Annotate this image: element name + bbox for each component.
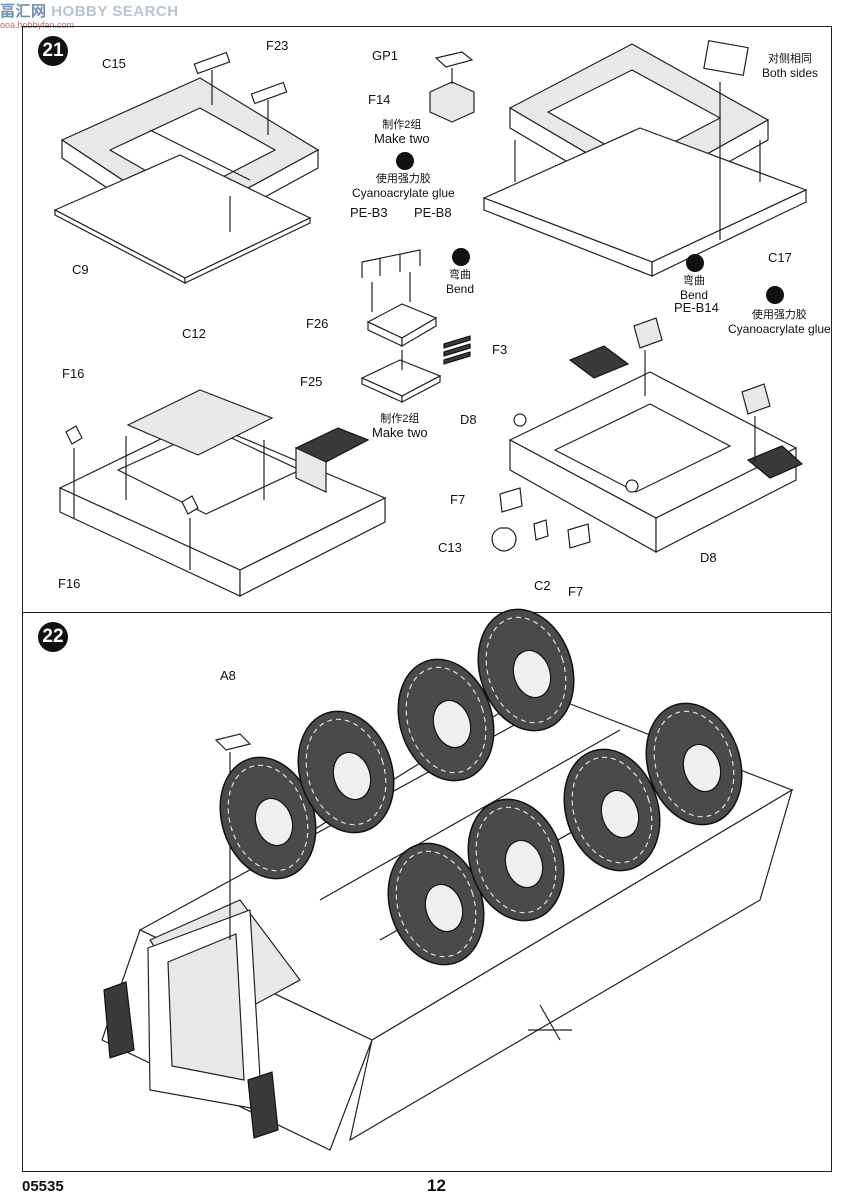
note-make-two-cn-2: 制作2组 <box>380 413 420 425</box>
step-number-21: 21 <box>38 36 68 66</box>
part-label-pe-b14: PE-B14 <box>674 300 719 315</box>
note-make-two-bottom: 制作2组 Make two <box>372 412 428 440</box>
note-glue-center: 使用强力胶 Cyanoacrylate glue <box>352 172 455 200</box>
note-make-two-top: 制作2组 Make two <box>374 118 430 146</box>
note-make-two-en-2: Make two <box>372 425 428 440</box>
note-make-two-cn: 制作2组 <box>382 119 422 131</box>
part-label-f16-bottom: F16 <box>58 576 81 591</box>
note-both-sides: 对侧相同 Both sides <box>762 52 818 80</box>
part-label-f3: F3 <box>492 342 508 357</box>
part-label-f14: F14 <box>368 92 391 107</box>
note-glue-right: 使用强力胶 Cyanoacrylate glue <box>728 308 831 336</box>
note-both-sides-cn: 对侧相同 <box>768 53 813 65</box>
part-label-pe-b3: PE-B3 <box>350 205 388 220</box>
part-label-f16-top: F16 <box>62 366 85 381</box>
note-glue-cn: 使用强力胶 <box>375 173 431 185</box>
note-make-two-en: Make two <box>374 131 430 146</box>
part-label-f7-left: F7 <box>450 492 466 507</box>
page-number: 12 <box>427 1176 446 1195</box>
bend-icon <box>452 248 470 266</box>
hull-c17-assembly <box>491 317 804 554</box>
note-bend-right: 弯曲 Bend <box>680 274 708 302</box>
part-label-c17: C17 <box>768 250 792 265</box>
note-bend-en: Bend <box>446 282 475 296</box>
step-number-22: 22 <box>38 622 68 652</box>
wheels <box>219 608 743 966</box>
watermark-brand: HOBBY SEARCH <box>51 3 179 20</box>
hull-c12-assembly <box>58 389 387 597</box>
part-label-a8: A8 <box>220 668 236 683</box>
watermark: 畐汇网 HOBBY SEARCH <box>0 0 179 21</box>
watermark-url: ooa.hobbyfan.com <box>0 20 75 30</box>
glue-icon <box>396 152 414 170</box>
part-label-c15: C15 <box>102 56 126 71</box>
vehicle-underside <box>101 699 794 1151</box>
part-label-d8-left: D8 <box>460 412 477 427</box>
part-label-c12: C12 <box>182 326 206 341</box>
note-bend-en-2: Bend <box>680 288 709 302</box>
part-label-d8-right: D8 <box>700 550 717 565</box>
bend-icon-right <box>686 254 704 272</box>
part-label-f26: F26 <box>306 316 329 331</box>
note-glue-en: Cyanoacrylate glue <box>352 186 455 200</box>
part-label-c2: C2 <box>534 578 551 593</box>
note-both-sides-en: Both sides <box>762 66 819 80</box>
part-label-f23: F23 <box>266 38 289 53</box>
note-bend-cn: 弯曲 <box>449 269 472 281</box>
note-glue-cn-2: 使用强力胶 <box>751 309 807 321</box>
part-label-c13: C13 <box>438 540 462 555</box>
page-frame <box>22 26 832 1172</box>
part-label-c9: C9 <box>72 262 89 277</box>
hatch-c15-assembly <box>53 51 320 284</box>
part-label-gp1: GP1 <box>372 48 399 63</box>
part-label-f7-right: F7 <box>568 584 584 599</box>
note-glue-en-2: Cyanoacrylate glue <box>728 322 831 336</box>
watermark-brand-cn: 畐汇网 <box>0 3 47 20</box>
hatch-c17-assembly <box>482 40 808 277</box>
bracket-assembly <box>360 51 475 403</box>
note-bend-cn-2: 弯曲 <box>683 275 706 287</box>
note-bend-center: 弯曲 Bend <box>446 268 474 296</box>
step-divider <box>22 612 832 613</box>
part-label-pe-b8: PE-B8 <box>414 205 452 220</box>
product-code: 05535 <box>22 1178 64 1195</box>
part-label-f25: F25 <box>300 374 323 389</box>
glue-icon-right <box>766 286 784 304</box>
